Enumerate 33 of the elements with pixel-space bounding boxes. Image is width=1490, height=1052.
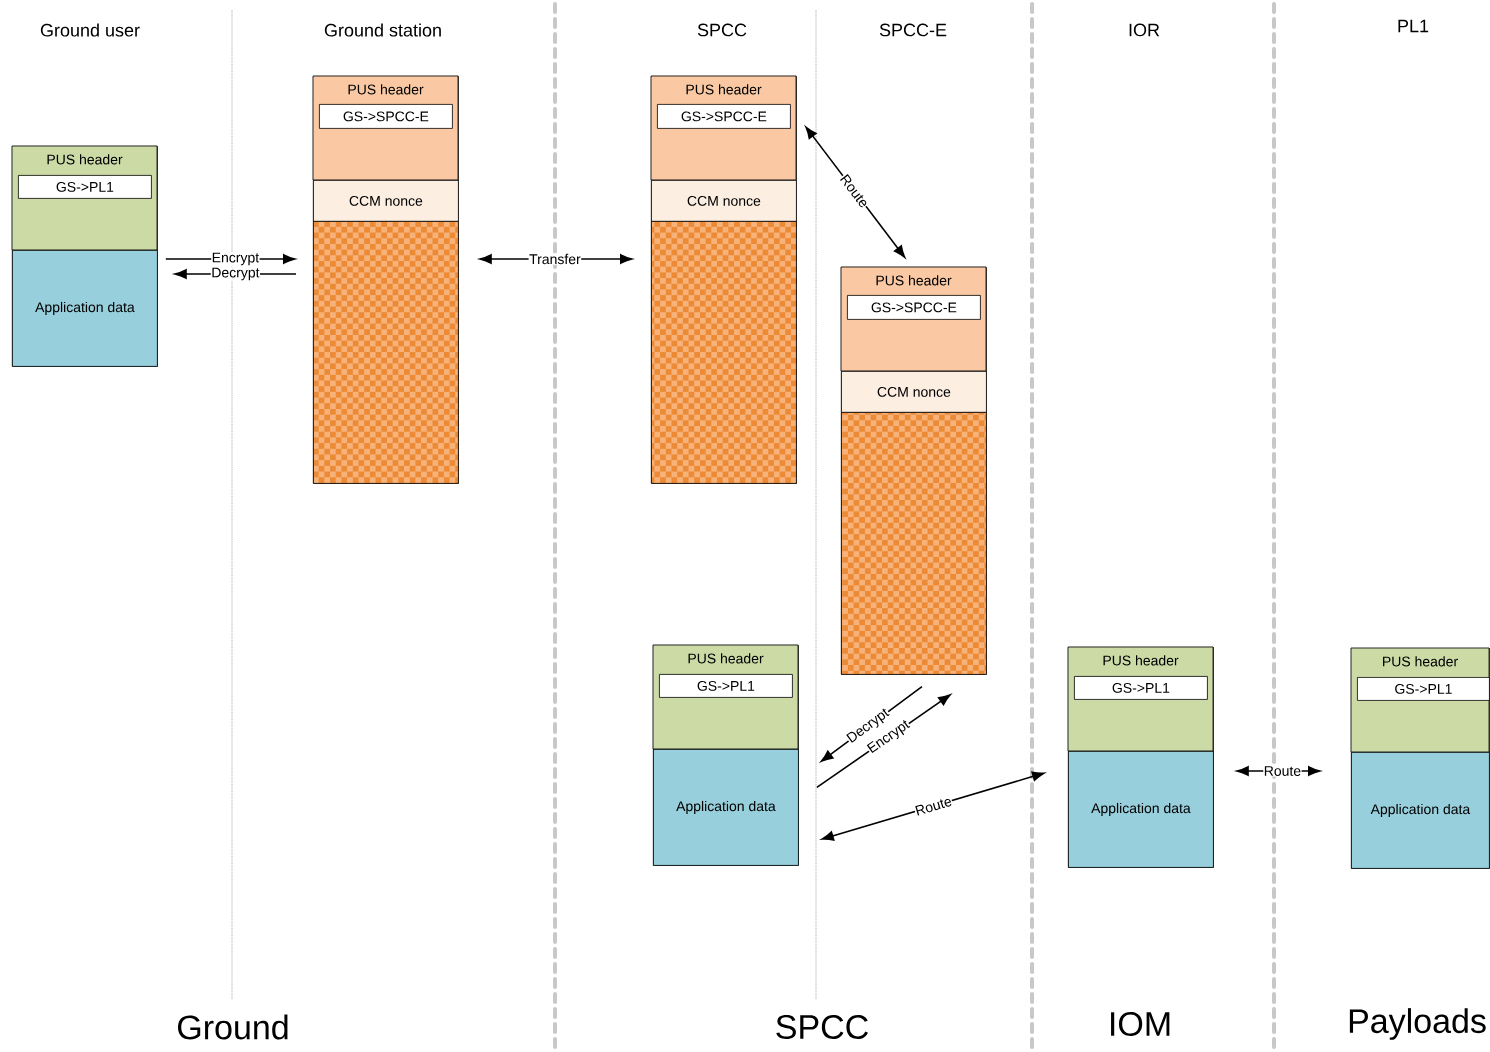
data-box: Application data <box>1068 751 1214 868</box>
address-box: GS->PL1 <box>659 674 793 698</box>
section-heading: SPCC <box>776 1014 868 1040</box>
encrypted-block <box>841 412 987 675</box>
address-box: GS->SPCC-E <box>657 104 791 129</box>
address-box: GS->SPCC-E <box>319 104 453 129</box>
column-heading: Ground station <box>324 23 441 37</box>
edge-label: Decrypt <box>212 267 260 281</box>
address-box: GS->PL1 <box>18 175 152 199</box>
data-box: Application data <box>12 250 158 367</box>
encrypted-block <box>313 221 459 484</box>
column-heading: PL1 <box>1398 19 1429 33</box>
address-box: GS->SPCC-E <box>847 295 981 320</box>
edge-label: Route <box>915 798 952 816</box>
column-heading: IOR <box>1129 23 1160 37</box>
arrow <box>821 771 1045 841</box>
edge-label: Transfer <box>529 253 581 265</box>
address-box: GS->PL1 <box>1357 677 1490 701</box>
section-heading: Payloads <box>1349 1008 1486 1040</box>
nonce-box: CCM nonce <box>313 180 459 222</box>
column-heading: Ground user <box>40 23 140 37</box>
edge-label: Route <box>1264 766 1301 776</box>
data-box: Application data <box>653 749 799 866</box>
data-box: Application data <box>1351 752 1490 869</box>
address-box: GS->PL1 <box>1074 676 1208 700</box>
nonce-box: CCM nonce <box>651 180 797 222</box>
nonce-box: CCM nonce <box>841 371 987 413</box>
edge-label: Encrypt <box>212 252 260 266</box>
column-heading: SPCC <box>697 23 747 37</box>
section-heading: Ground <box>178 1014 288 1040</box>
section-heading: IOM <box>1111 1011 1170 1037</box>
column-heading: SPCC-E <box>879 23 947 37</box>
encrypted-block <box>651 221 797 484</box>
